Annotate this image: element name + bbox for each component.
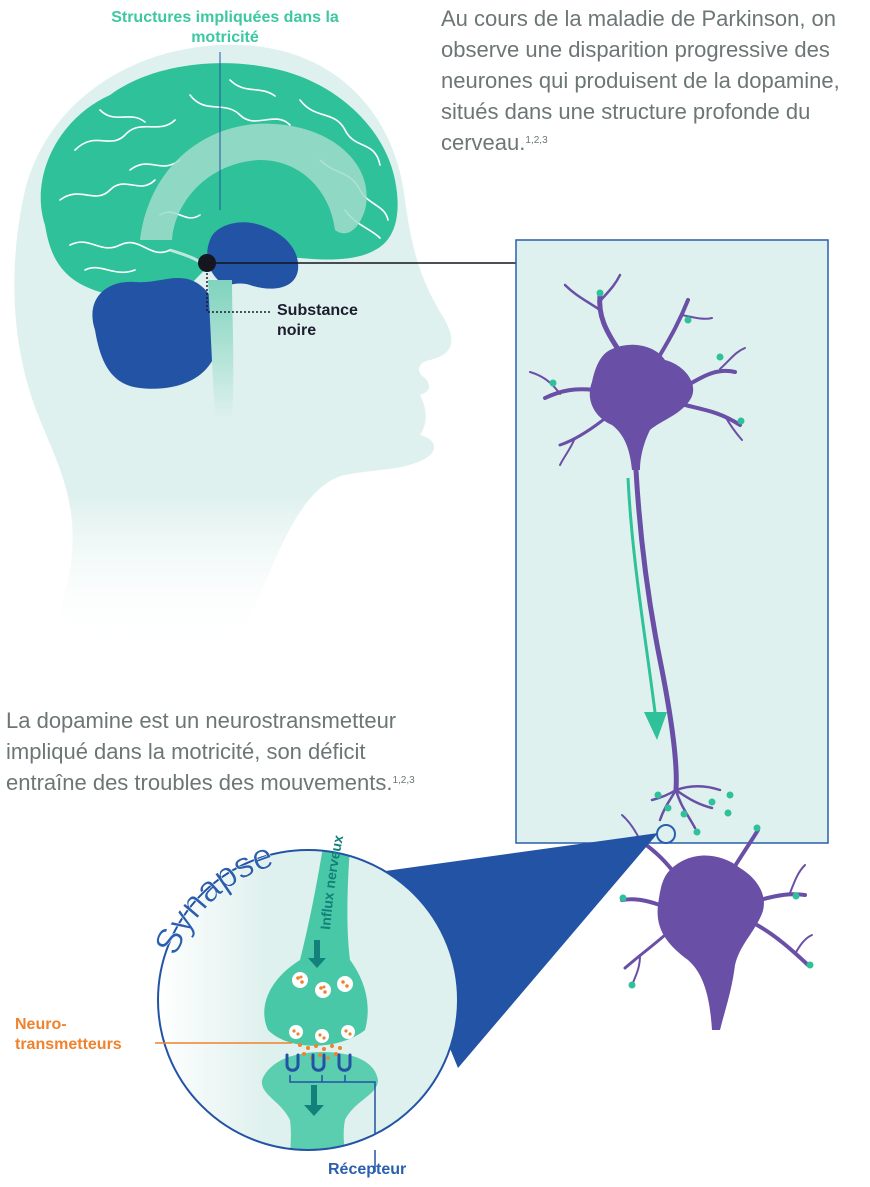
recepteur-label: Récepteur	[328, 1160, 428, 1180]
structures-label: Structures impliquées dans la motricité	[110, 8, 340, 48]
substance-noire-label: Substance noire	[277, 301, 397, 341]
lower-neuron	[622, 815, 812, 1030]
neurotransmetteurs-label: Neuro- transmetteurs	[15, 1015, 165, 1055]
cerebellum	[92, 278, 218, 389]
dopamine-paragraph: La dopamine est un neurostransmetteur im…	[6, 705, 451, 798]
intro-paragraph: Au cours de la maladie de Parkinson, on …	[441, 3, 861, 158]
